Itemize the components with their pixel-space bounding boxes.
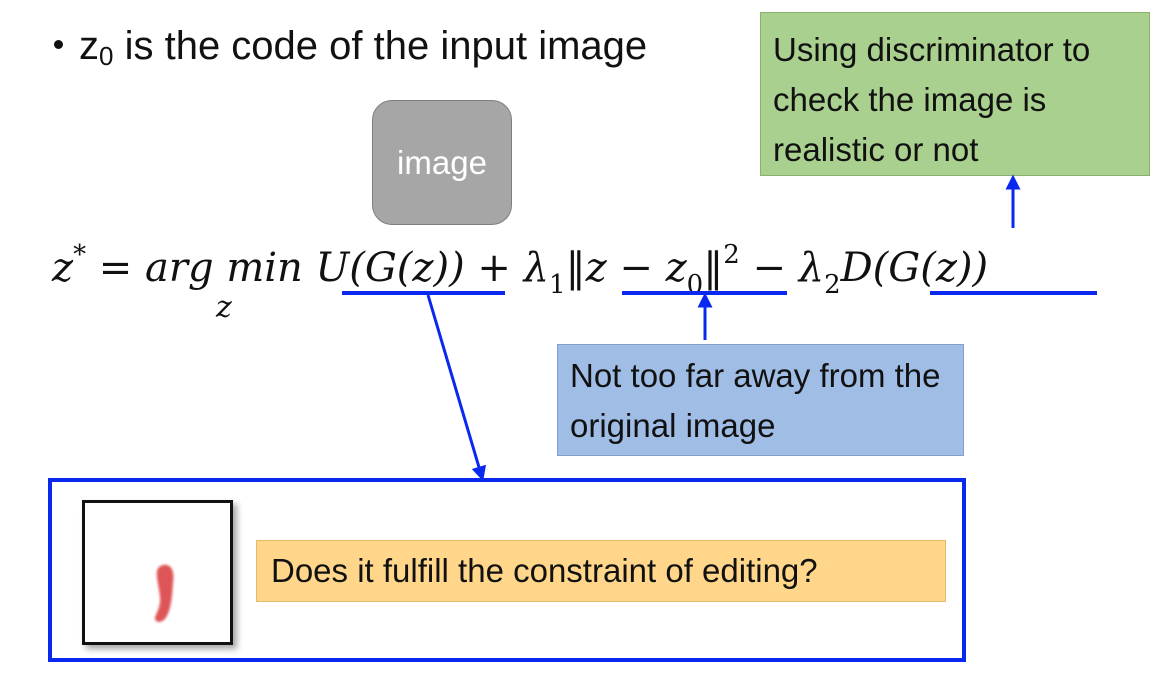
formula-lambda2-sub: 2 xyxy=(824,270,841,300)
formula-lambda1-sub: 1 xyxy=(549,270,566,300)
formula-lhs: z xyxy=(52,245,74,291)
image-box: image xyxy=(372,100,512,225)
formula-norm-sup: 2 xyxy=(723,240,740,270)
bullet-body: is the code of the input image xyxy=(113,24,648,68)
formula-argmin-sub: z xyxy=(216,290,232,325)
red-brush-stroke-icon xyxy=(155,564,174,622)
distance-note: Not too far away from the original image xyxy=(557,344,964,456)
formula-term-u: U(G(z)) xyxy=(315,245,465,291)
formula-lambda2: λ xyxy=(798,245,825,291)
user-sketch-canvas xyxy=(82,500,233,645)
formula-minus: − xyxy=(739,245,799,291)
formula-plus: + xyxy=(464,245,524,291)
formula-term-d: D(G(z)) xyxy=(840,245,989,291)
bullet-prefix: z xyxy=(79,24,99,68)
bullet-dot xyxy=(54,40,63,49)
bullet-subscript: 0 xyxy=(99,41,114,71)
formula-lambda1: λ xyxy=(523,245,550,291)
formula-eq: = xyxy=(86,245,146,291)
formula-lhs-sup: * xyxy=(73,240,87,270)
formula-norm: ‖z − z xyxy=(565,245,687,291)
formula-norm-close: ‖ xyxy=(703,245,724,291)
image-box-label: image xyxy=(397,143,487,181)
discriminator-note: Using discriminator to check the image i… xyxy=(760,12,1150,176)
bullet-text: z0 is the code of the input image xyxy=(52,22,647,74)
editing-constraint-note: Does it fulfill the constraint of editin… xyxy=(256,540,946,602)
arrow-to-edit-panel xyxy=(426,294,487,482)
